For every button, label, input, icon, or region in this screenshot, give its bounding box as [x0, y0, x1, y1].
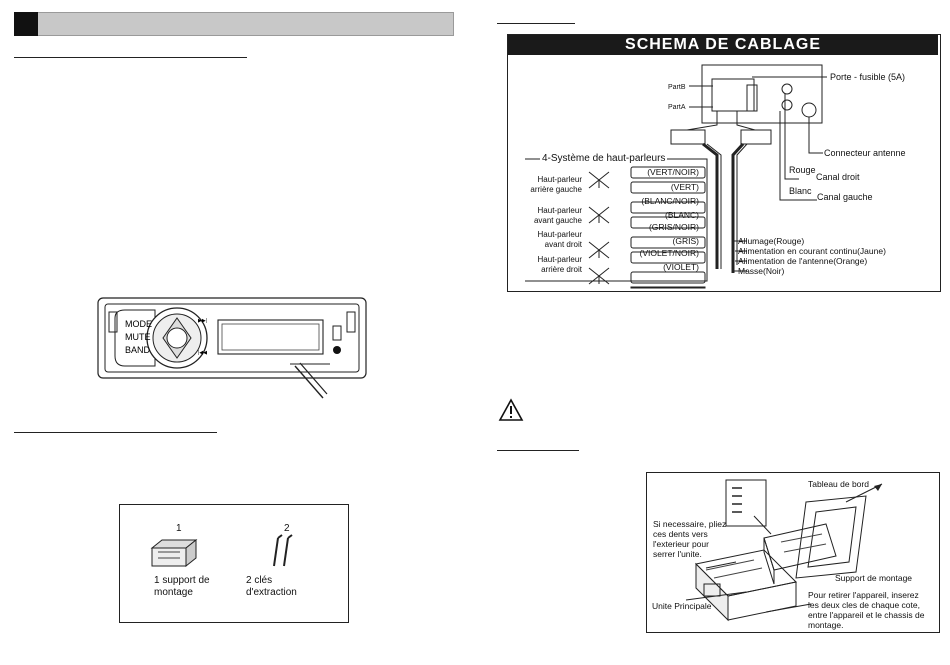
svg-text:MODE: MODE — [125, 319, 152, 329]
speaker-system-label: 4-Système de haut-parleurs — [540, 153, 668, 164]
wiring-diagram-box — [507, 34, 941, 292]
rouge-label: Rouge — [789, 165, 816, 175]
svg-text:|◀◀: |◀◀ — [198, 350, 207, 356]
extraction-keys-icon — [273, 534, 293, 567]
mounting-diagram-box — [646, 472, 940, 633]
wire-blanc-noir: (BLANC/NOIR) — [641, 196, 699, 206]
section-header-marker — [14, 12, 38, 36]
mounting-sleeve-icon — [150, 538, 198, 568]
svg-text:MUTE: MUTE — [125, 332, 151, 342]
wire-violet: (VIOLET) — [663, 262, 699, 272]
heading-underline-right — [497, 23, 575, 24]
canal-droit-label: Canal droit — [816, 172, 860, 182]
accessories-box — [119, 504, 349, 623]
power-dc: Alimentation en courant continu(Jaune) — [738, 246, 886, 256]
part-a-label: PartA — [668, 104, 686, 111]
wire-gris: (GRIS) — [672, 236, 699, 246]
warning-icon — [498, 398, 524, 421]
part-b-label: PartB — [668, 84, 686, 91]
faceplate-illustration: MODE MUTE BAND ▶▶| |◀◀ — [97, 297, 367, 399]
accessory-2-number: 2 — [284, 523, 290, 534]
wiring-title: SCHEMA DE CABLAGE — [508, 35, 938, 55]
wire-vert-noir: (VERT/NOIR) — [647, 167, 699, 177]
dashboard-label: Tableau de bord — [808, 479, 869, 489]
svg-text:BAND: BAND — [125, 345, 151, 355]
power-antenna: Alimentation de l'antenne(Orange) — [738, 256, 868, 266]
accessory-1-label: 1 support de montage — [154, 575, 210, 598]
fuse-label: Porte - fusible (5A) — [830, 72, 906, 82]
power-ground: Masse(Noir) — [738, 266, 785, 276]
antenna-connector-label: Connecteur antenne — [824, 148, 906, 158]
section-header-bar — [14, 12, 454, 36]
canal-gauche-label: Canal gauche — [817, 192, 873, 202]
teeth-note: Si necessaire, pliez ces dents vers l'ex… — [653, 519, 727, 559]
wire-violet-noir: (VIOLET/NOIR) — [639, 248, 699, 258]
wire-blanc: (BLANC) — [664, 210, 699, 220]
wire-gris-noir: (GRIS/NOIR) — [648, 222, 699, 232]
mounting-diagram — [685, 479, 883, 622]
heading-underline-2 — [14, 432, 217, 433]
main-unit-label: Unite Principale — [652, 601, 712, 611]
heading-underline — [14, 57, 247, 58]
wiring-diagram — [525, 64, 827, 289]
accessory-2-label: 2 clés d'extraction — [246, 575, 297, 598]
accessory-1-number: 1 — [176, 523, 182, 534]
wire-vert: (VERT) — [670, 182, 699, 192]
heading-underline-right-2 — [497, 450, 579, 451]
support-label: Support de montage — [835, 573, 913, 583]
power-ignition: Allumage(Rouge) — [738, 236, 805, 246]
svg-text:▶▶|: ▶▶| — [198, 318, 207, 324]
blanc-label: Blanc — [789, 186, 812, 196]
removal-note: Pour retirer l'appareil, inserez les deu… — [808, 590, 925, 630]
